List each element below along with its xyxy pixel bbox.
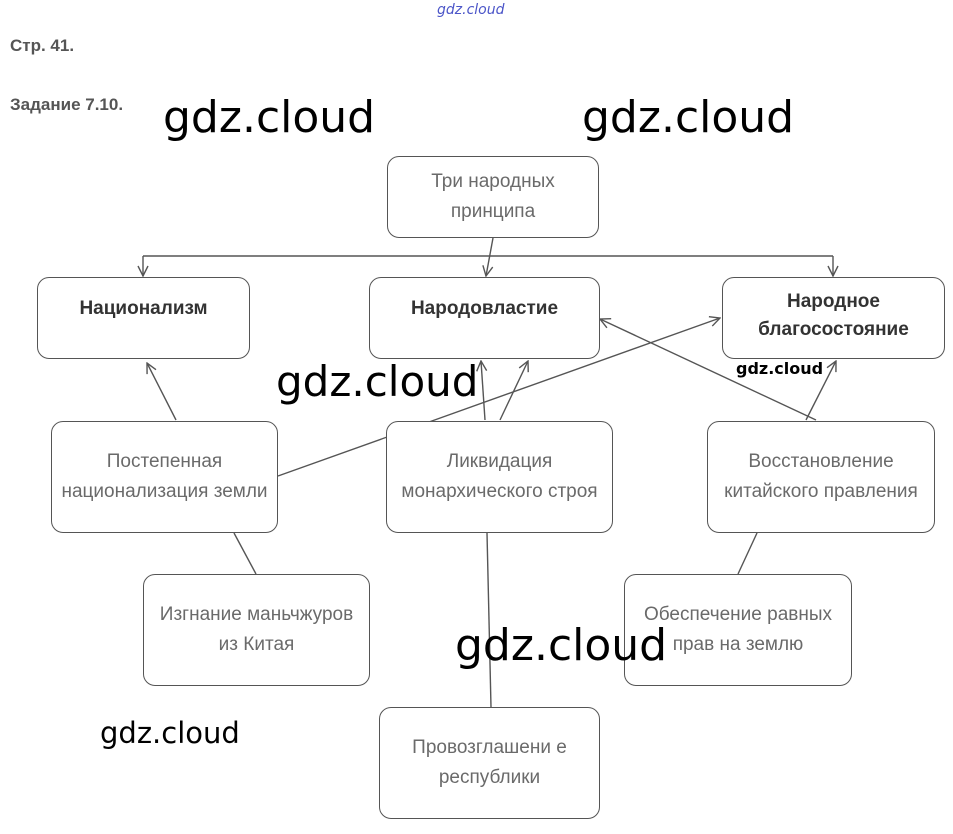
node-republic: Провозглашени е республики [379,707,600,819]
watermark: gdz.cloud [736,359,824,378]
chinese-rule-to-welfare [805,361,836,421]
watermark: gdz.cloud [163,92,376,143]
task-title: Задание 7.10. [10,95,124,114]
watermark: gdz.cloud [455,620,668,671]
node-manchu-expulsion: Изгнание маньчжуров из Китая [143,574,370,686]
equal-rights-to-chinese-line [737,532,758,575]
watermark: gdz.cloud [276,357,479,406]
land-to-welfare [277,318,720,477]
top-watermark: gdz.cloud [437,2,505,18]
node-root: Три народных принципа [387,156,599,238]
node-nationalism: Национализм [37,277,250,359]
chinese-rule-to-democracy [600,319,817,421]
root-stem-line [486,237,494,276]
watermark: gdz.cloud [582,92,795,143]
node-monarchy-liquidation: Ликвидация монархического строя [386,421,613,533]
node-democracy: Народовластие [369,277,600,359]
monarchy-to-democracy-1 [481,361,485,421]
monarchy-to-democracy-2 [499,361,528,421]
manchu-to-land-line [233,532,257,575]
node-chinese-rule: Восстановление китайского правления [707,421,935,533]
node-equal-land-rights: Обеспечение равных прав на землю [624,574,852,686]
land-to-nationalism [147,363,177,421]
republic-to-monarchy-line [486,532,492,708]
page-number: Стр. 41. [10,36,75,55]
node-land-nationalization: Постепенная национализация земли [51,421,278,533]
watermark: gdz.cloud [100,716,240,750]
node-welfare: Народное благосостояние [722,277,945,359]
